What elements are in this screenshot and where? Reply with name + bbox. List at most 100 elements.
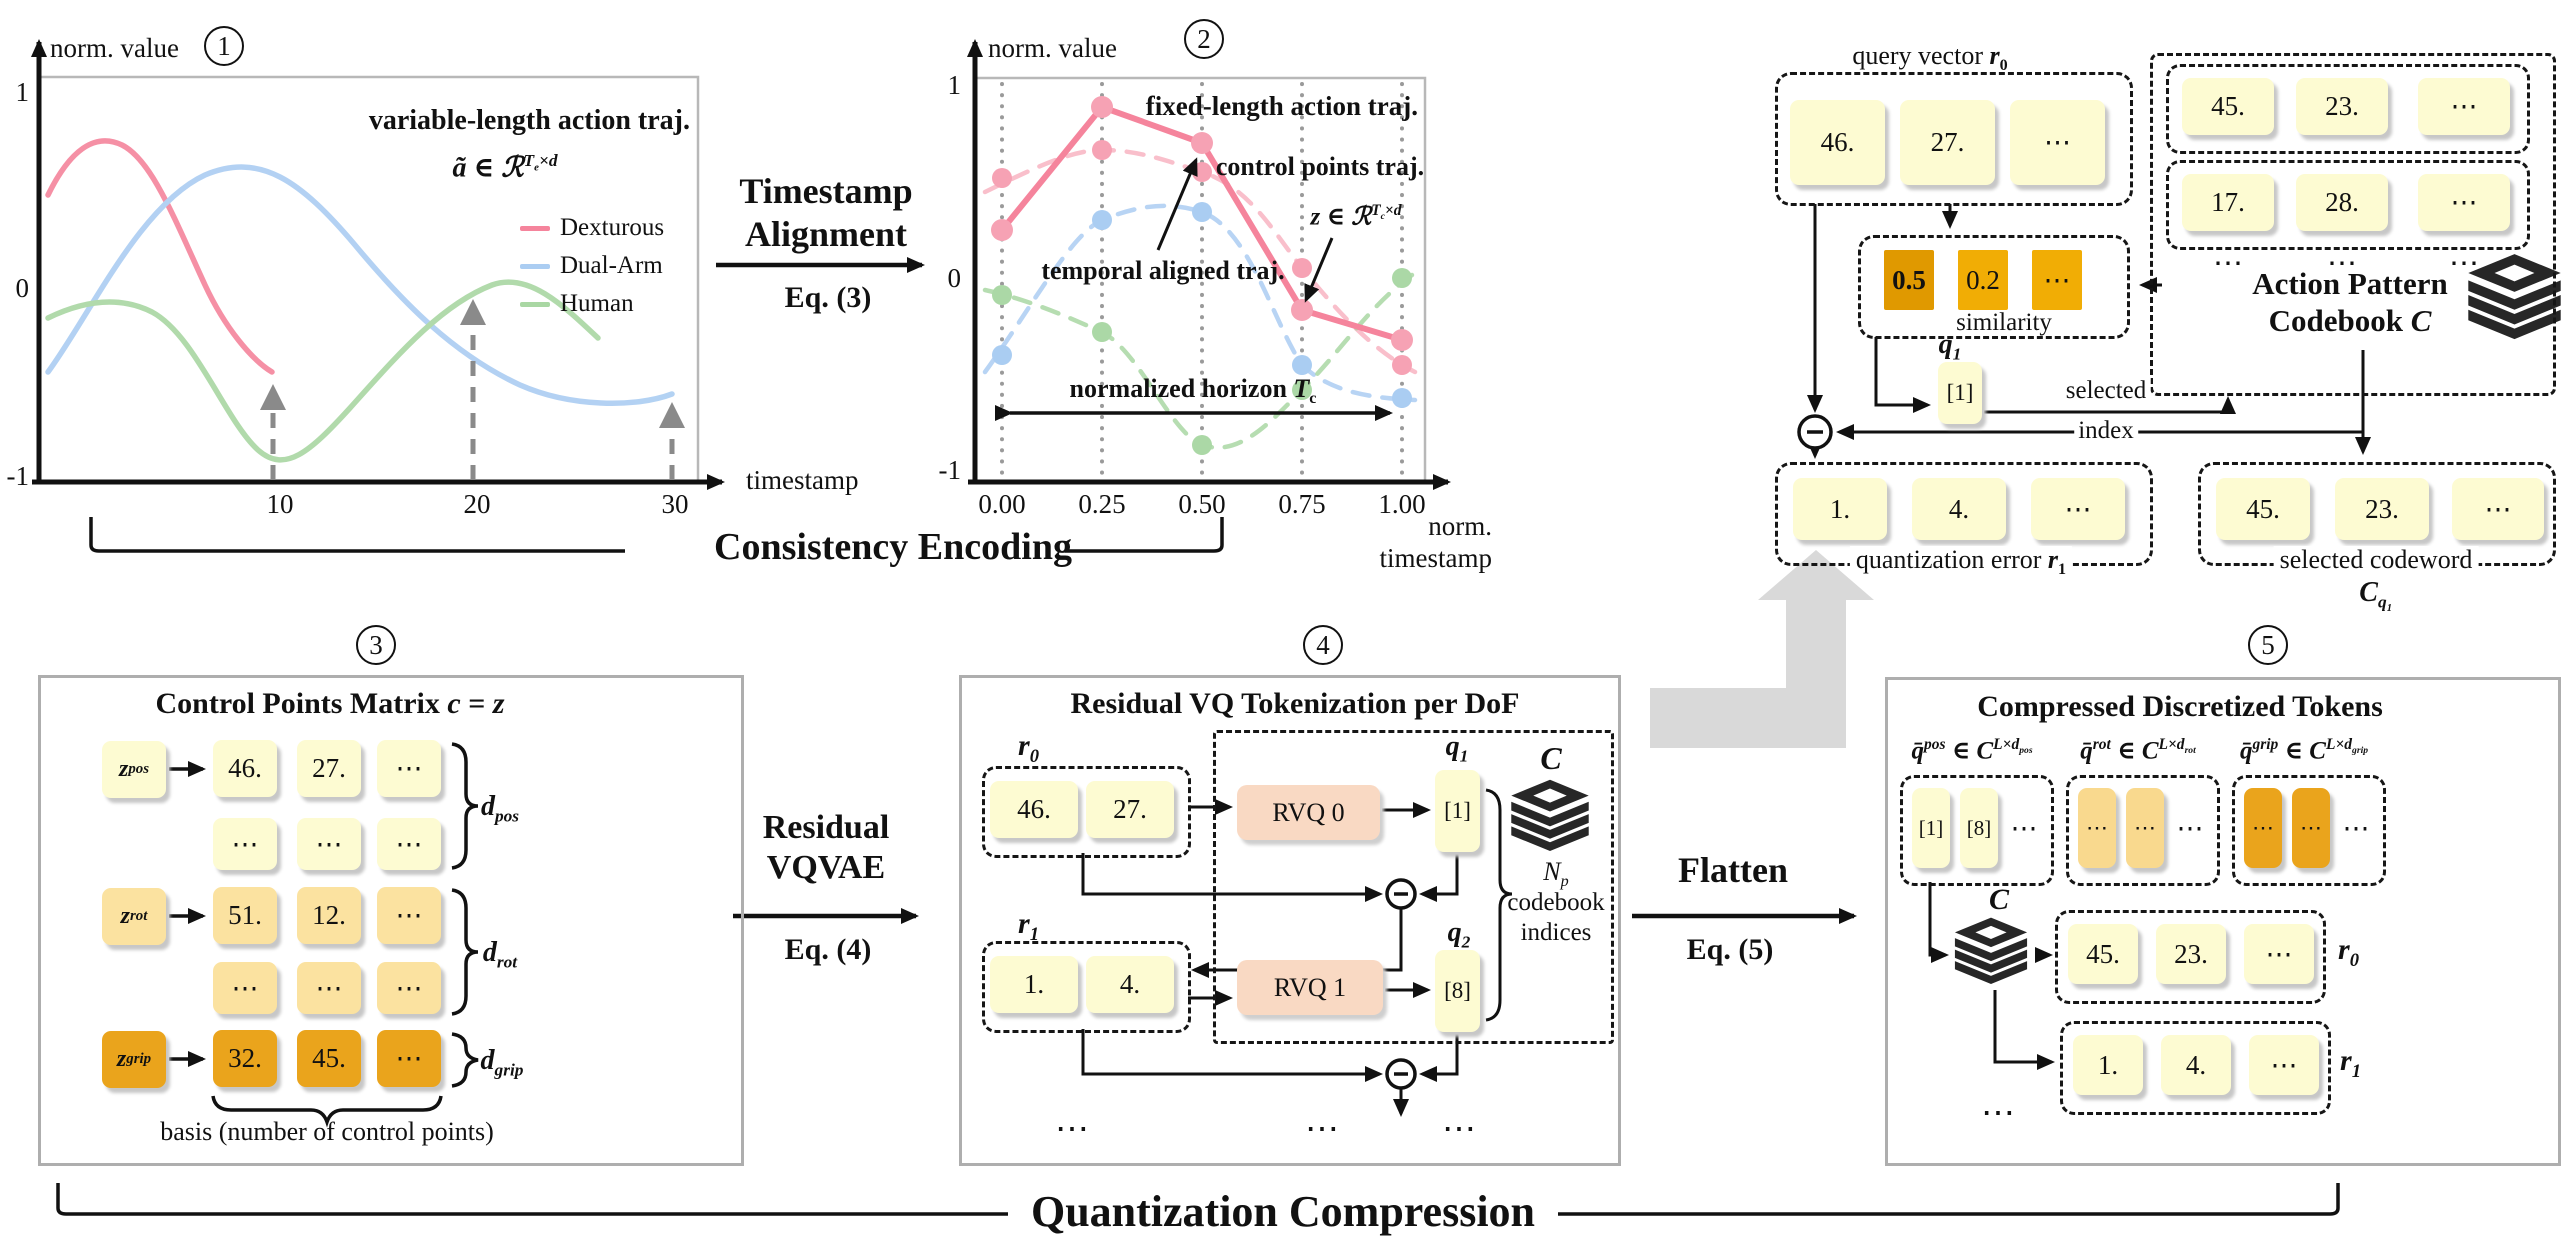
- panel4-ellipsis: ⋯: [1305, 1111, 1339, 1148]
- codeword-cell: 23.: [2335, 478, 2429, 540]
- quantization-compression-label: Quantization Compression: [1030, 1187, 1536, 1236]
- consistency-encoding-label: Consistency Encoding: [714, 526, 1072, 568]
- legend-label: Dexturous: [560, 214, 665, 241]
- q2-symbol: q: [1447, 917, 1462, 948]
- control-points-matrix-panel: [38, 675, 744, 1166]
- qbar-sup: rot: [2092, 736, 2111, 753]
- panel4-number: 4: [1316, 629, 1330, 660]
- dpos-label: dpos: [481, 792, 519, 826]
- panel4-r0-box: [982, 766, 1191, 858]
- r1-cell: 1.: [990, 956, 1078, 1013]
- np-sub: p: [1560, 873, 1569, 891]
- residual-vq-panel: [959, 675, 1621, 1166]
- q1-sub: 1: [1952, 344, 1962, 364]
- panel5-r1-cell: 4.: [2161, 1035, 2231, 1095]
- codebook-ellipsis: ⋯: [2449, 247, 2479, 280]
- panel3-title-eq: =: [460, 687, 493, 720]
- panel4-q1-label: q1: [1446, 732, 1469, 766]
- plot1-math-base: ã ∈ ℛ: [452, 152, 524, 184]
- plot1-xlabel: timestamp: [746, 465, 859, 495]
- plot2-ytick-neg1: -1: [938, 455, 962, 485]
- codeword-C: C: [2359, 577, 2378, 608]
- panel4-inner-box: [1213, 730, 1614, 1044]
- codebook-ellipsis: ⋯: [2327, 247, 2357, 280]
- qbar-dsub: rot: [2184, 745, 2196, 757]
- qbar-dsub: grip: [2352, 745, 2369, 757]
- token-cell: ⋯: [2126, 788, 2164, 868]
- quant-error-cell: 1.: [1793, 478, 1887, 540]
- quantization-bracket: [56, 1183, 2340, 1216]
- align-arrow-label-1: Timestamp: [739, 171, 913, 211]
- panel5-r1-box: [2060, 1021, 2331, 1115]
- zoom-block-arrow: [1650, 550, 1874, 748]
- qbar-grip-label: q̄grip ∈ CL×dgrip: [2240, 736, 2369, 765]
- panel5-r0-label: r0: [2338, 934, 2359, 971]
- plot2-xtick-000: 0.00: [978, 489, 1026, 519]
- r0-symbol: r: [1018, 729, 1030, 762]
- panel5-r1-cell: ⋯: [2249, 1035, 2319, 1095]
- legend-item-human: Human: [520, 290, 634, 318]
- quant-error-r: r: [2047, 545, 2059, 574]
- horizon-text: normalized horizon: [1069, 374, 1294, 403]
- plot2-control-points: [991, 96, 1413, 455]
- vqvae-label-1: Residual: [762, 809, 890, 846]
- selected-index-label-1: selected: [2061, 377, 2151, 405]
- plot2-title: fixed-length action traj.: [1145, 91, 1418, 121]
- plot2-ytick-1: 1: [947, 70, 962, 100]
- plot2-annotation-arrows: [995, 157, 1393, 421]
- codeword-C-sub: q₁: [2377, 592, 2393, 612]
- plot1-math-sup: T: [523, 151, 535, 170]
- dexturous-line-swatch: [520, 225, 550, 231]
- query-cell: 27.: [1900, 100, 1995, 185]
- dgrip-sub: grip: [494, 1060, 524, 1080]
- token-ellipsis: ⋯: [2010, 813, 2038, 843]
- codebook-row-box: [2166, 160, 2530, 250]
- codebook-title-line1: Action Pattern: [2252, 266, 2448, 301]
- qbar-rot-label: q̄rot ∈ CL×drot: [2080, 736, 2196, 765]
- horizon-T-sub: c: [1309, 390, 1317, 408]
- panel4-r1-label: r1: [1018, 908, 1039, 945]
- panel3-number-badge: 3: [356, 625, 396, 665]
- panel4-ellipsis: ⋯: [1055, 1111, 1089, 1148]
- matrix-cell: 12.: [297, 887, 361, 944]
- drot-sub: rot: [496, 952, 518, 972]
- zpos-sub: pos: [128, 761, 149, 777]
- q2-sub: 2: [1461, 932, 1471, 952]
- similarity-cell: 0.2: [1958, 250, 2008, 310]
- zgrip-sub: grip: [126, 1051, 152, 1067]
- plot2-annotation-z: z ∈ ℛTc×d: [1310, 202, 1401, 231]
- plot1-axes: [31, 39, 725, 490]
- query-vector-box: [1775, 72, 2133, 206]
- query-vector-label: query vector r0: [1852, 42, 2007, 75]
- zgrip-symbol: z: [116, 1046, 127, 1072]
- codebook-cell: 45.: [2182, 78, 2274, 135]
- qbar-exp: L×d: [1993, 736, 2020, 753]
- dualarm-line-swatch: [520, 263, 550, 269]
- plot1-xtick-20: 20: [463, 489, 491, 519]
- q1-sub: 1: [1459, 746, 1469, 766]
- plot1-sample-arrows: [260, 299, 685, 480]
- panel3-title: Control Points Matrix c = z: [155, 688, 504, 720]
- plot2-xtick-075: 0.75: [1278, 489, 1326, 519]
- codebook-cell: 17.: [2182, 174, 2274, 231]
- panel5-r0-box: [2055, 910, 2326, 1004]
- matrix-cell: ⋯: [297, 962, 361, 1014]
- r0-symbol: r: [2338, 933, 2350, 966]
- flatten-eq: Eq. (5): [1686, 933, 1774, 966]
- r0-cell: 27.: [1086, 781, 1174, 838]
- panel3-number: 3: [369, 629, 383, 660]
- dgrip-label: dgrip: [481, 1046, 524, 1080]
- qbar-symbol: q̄: [2080, 737, 2093, 765]
- qbar-mid: ∈ C: [1945, 737, 1994, 765]
- query-vector-r: r: [1989, 41, 2000, 70]
- legend-label: Dual-Arm: [560, 252, 663, 279]
- similarity-box: [1858, 235, 2130, 339]
- plot1-ytick-0: 0: [15, 273, 30, 303]
- matrix-cell: ⋯: [377, 818, 441, 870]
- r0-sub: 0: [1029, 746, 1039, 767]
- q1-label: q1: [1939, 330, 1962, 364]
